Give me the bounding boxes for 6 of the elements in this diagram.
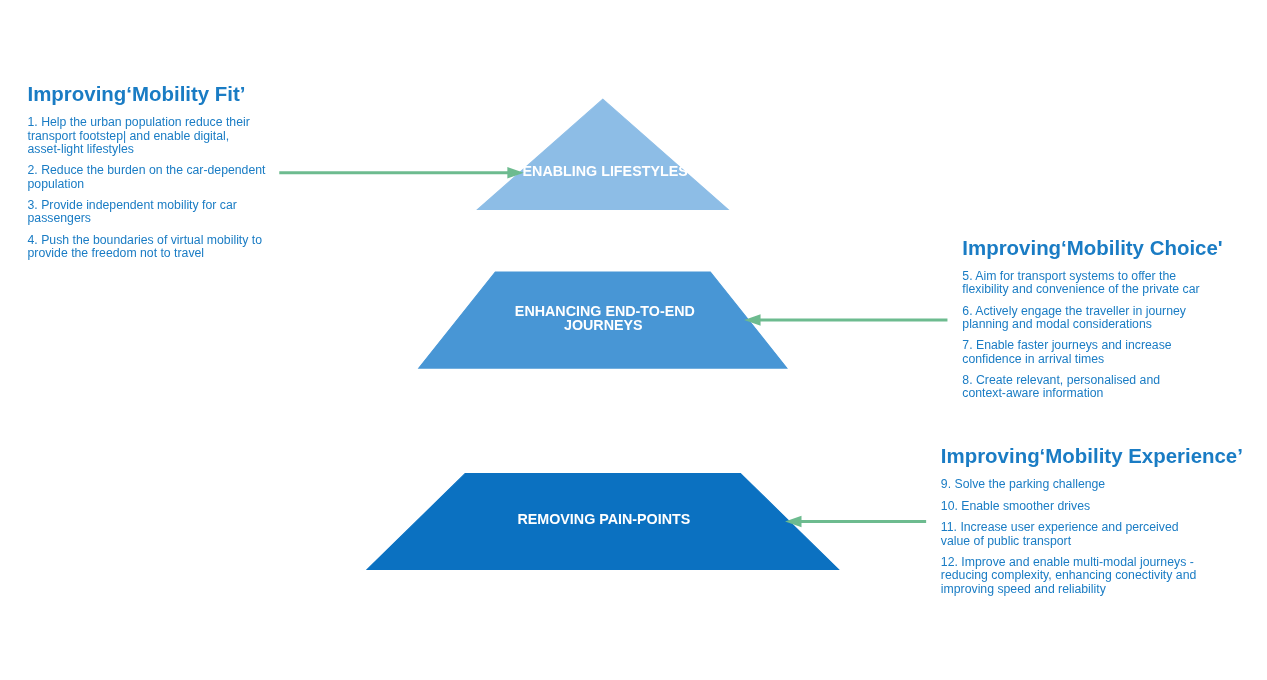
arrow [785, 515, 927, 527]
node-text: Improving‘Mobility Experience’ 9. Solve the parking challenge 10. Enable smoother drives 11. Increase user experience and perceived value of public transport 12. Improve and enable multi-modal journeys - reducing complexity, enhancing conectivity and improving speed and reliability [940, 443, 1243, 596]
node-text: Improving‘Mobility Fit’ 1. Help the urban population reduce their transport footstep| and enable digital, asset-light lifestyles 2. Reduce the burden on the car-dependent population 3. Provide independent mobility for car passengers 4. Push the boundaries of virtual mobility to provide the freedom not to travel [27, 81, 266, 260]
arrow [279, 166, 524, 178]
node-text: Improving‘Mobility Choice' 5. Aim for transport systems to offer the flexibility and convenience of the private car 6. Actively engage the traveller in journey planning and modal considerations 7. Enable faster journeys and increase confidence in arrival times 8. Create relevant, personalised and context-aware information [962, 235, 1223, 400]
arrow [744, 313, 948, 326]
